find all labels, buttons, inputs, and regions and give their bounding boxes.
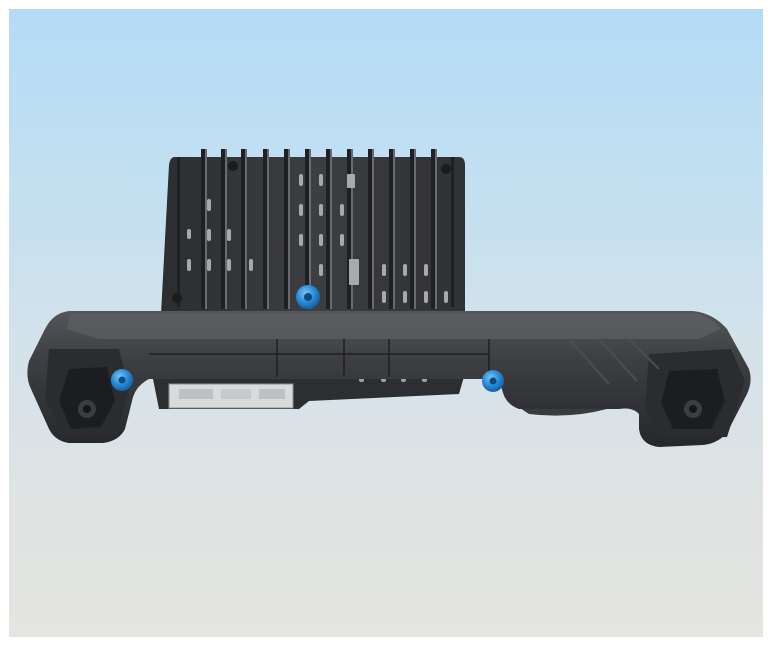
right-foot: [645, 349, 745, 439]
heatsink-fins: [177, 149, 454, 309]
screw-left: [111, 369, 133, 391]
screw-right: [482, 370, 504, 392]
viewport: [9, 9, 763, 637]
screw-center: [296, 285, 320, 309]
cad-render: [27, 149, 751, 447]
mounting-bracket: [27, 311, 751, 447]
connector-port: [168, 383, 294, 409]
vent-slots: [187, 174, 448, 303]
heatsink-plate: [161, 149, 465, 314]
left-foot: [45, 349, 129, 437]
